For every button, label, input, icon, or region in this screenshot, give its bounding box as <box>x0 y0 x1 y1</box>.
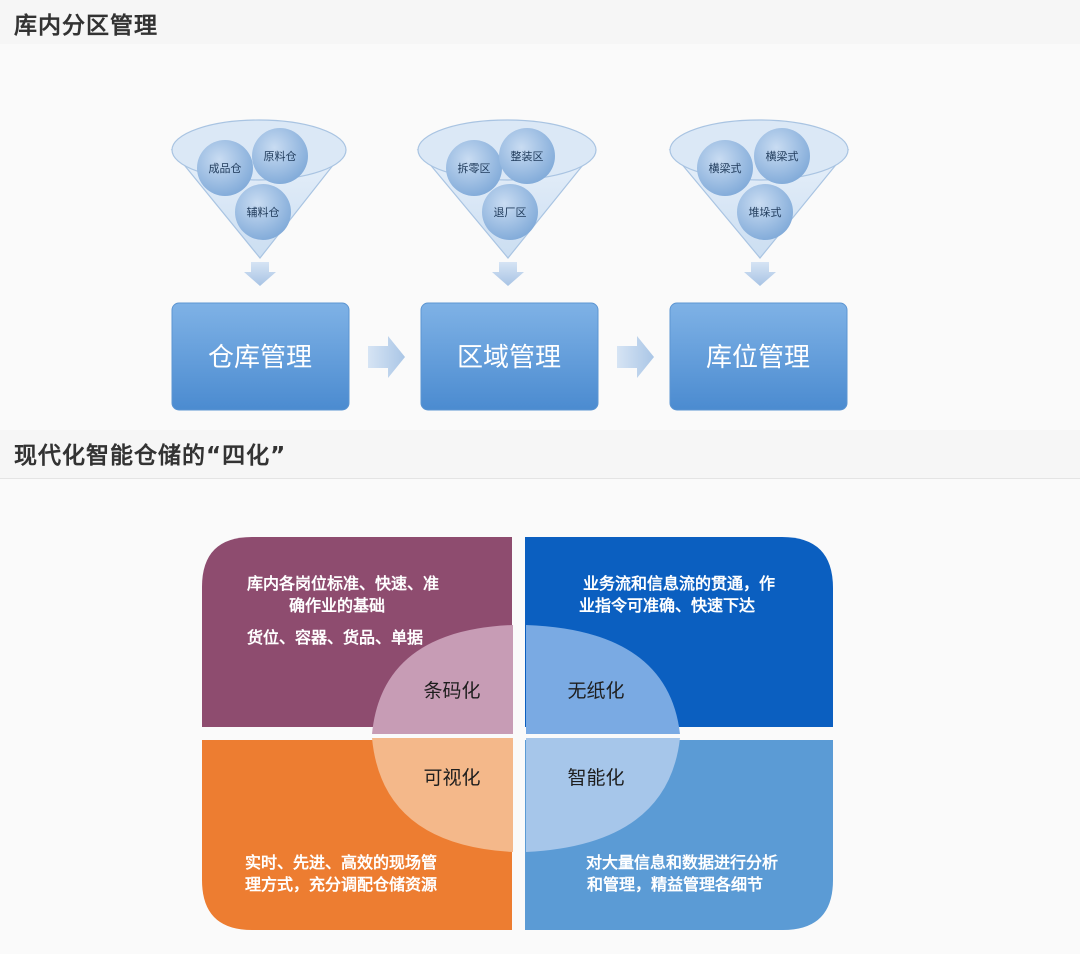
flow-box-bg <box>171 302 350 411</box>
center-label-visual: 可视化 <box>423 767 480 789</box>
funnel-label: 辅料仓 <box>247 205 280 219</box>
right-arrow-icon <box>368 336 405 378</box>
funnel-circle <box>446 140 502 196</box>
funnel-label: 成品仓 <box>209 161 242 175</box>
lens-top-left <box>372 625 513 734</box>
funnel-circle <box>482 184 538 240</box>
flow-box-label: 库位管理 <box>706 343 810 373</box>
center-label-intelligent: 智能化 <box>567 767 624 789</box>
funnel-label: 横梁式 <box>766 149 799 163</box>
funnel-label: 拆零区 <box>458 161 491 175</box>
funnel-2: 拆零区 整装区 退厂区 <box>416 119 597 286</box>
flow-box-3: 库位管理 <box>669 302 848 411</box>
funnel-label: 原料仓 <box>264 149 297 163</box>
funnel-circle <box>754 128 810 184</box>
down-arrow-icon <box>492 262 524 286</box>
funnel-circle <box>697 140 753 196</box>
header-band-2 <box>0 430 1080 479</box>
quadrant-text-line: 业务流和信息流的贯通，作 <box>583 574 775 593</box>
flow-box-bg <box>420 302 599 411</box>
quadrant-text-line: 理方式，充分调配仓储资源 <box>245 875 437 894</box>
funnel-label: 退厂区 <box>494 206 527 219</box>
section-title-four-modernizations: 现代化智能仓储的“四化” <box>14 443 287 469</box>
quadrant-text-line: 确作业的基础 <box>289 596 385 615</box>
lens-bottom-right <box>526 738 680 852</box>
funnel-circle <box>737 184 793 240</box>
funnel-label: 堆垛式 <box>749 206 782 219</box>
flow-box-label: 区域管理 <box>457 343 561 373</box>
down-arrow-icon <box>244 262 276 286</box>
funnel-label: 整装区 <box>511 149 544 163</box>
lens-bottom-left <box>372 738 513 852</box>
funnel-circle <box>235 184 291 240</box>
right-arrow-icon <box>617 336 654 378</box>
down-arrow-icon <box>744 262 776 286</box>
quadrant-text-line: 和管理，精益管理各细节 <box>587 875 763 894</box>
quadrant-text-line: 货位、容器、货品、单据 <box>247 628 423 647</box>
center-label-paperless: 无纸化 <box>567 680 624 702</box>
funnel-circle <box>499 128 555 184</box>
funnel-circle <box>197 140 253 196</box>
quadrant-text-line: 对大量信息和数据进行分析 <box>586 853 778 872</box>
quadrant-text-line: 库内各岗位标准、快速、准 <box>247 574 439 593</box>
funnel-circle <box>252 128 308 184</box>
flow-box-label: 仓库管理 <box>208 343 312 373</box>
funnel-3: 横梁式 横梁式 堆垛式 <box>668 119 850 286</box>
quadrant-text-line: 业指令可准确、快速下达 <box>579 596 755 615</box>
funnel-1: 成品仓 原料仓 辅料仓 <box>170 119 347 286</box>
quadrant-text-line: 实时、先进、高效的现场管 <box>245 853 437 872</box>
lens-top-right <box>526 625 680 734</box>
flow-box-2: 区域管理 <box>420 302 599 411</box>
funnel-label: 横梁式 <box>709 161 742 175</box>
center-label-barcode: 条码化 <box>423 680 480 702</box>
flow-box-bg <box>669 302 848 411</box>
flow-box-1: 仓库管理 <box>171 302 350 411</box>
section-title-zone-management: 库内分区管理 <box>14 13 158 39</box>
